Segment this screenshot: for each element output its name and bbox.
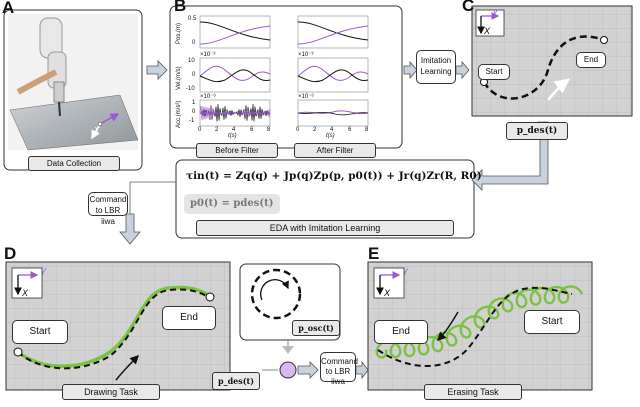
b-xtick-before-2: 4 — [232, 127, 236, 133]
c-end-label: End — [576, 52, 606, 68]
b-vel-tick-bottom: -10 — [186, 86, 195, 92]
d-start-label: Start — [12, 320, 68, 344]
b-xlabel-before: t(s) — [228, 133, 237, 139]
b-acc-tick-top: 1 — [192, 100, 196, 106]
b-acc-tick-bottom: -1 — [189, 118, 195, 124]
e-end-label: End — [374, 320, 428, 344]
b-vel-scale-after: ×10⁻³ — [298, 52, 314, 58]
b-xtick-after-2: 4 — [330, 127, 334, 133]
c-pdes-label: p_des(t) — [506, 122, 568, 140]
imitation-learning-box: Imitation Learning — [416, 50, 456, 84]
d-axis-y: Y — [40, 267, 47, 277]
e-axis-y: Y — [402, 267, 409, 277]
panel-letter-c: C — [462, 0, 475, 15]
panel-letter-e: E — [368, 244, 380, 263]
c-pdes-text: p_des(t) — [516, 126, 558, 136]
panel-letter-d: D — [4, 244, 17, 263]
d-axis-x: X — [22, 288, 29, 298]
erasing-task-label: Erasing Task — [424, 384, 522, 400]
command-box-2: Command to LBR iiwa — [320, 352, 358, 386]
b-xtick-after-0: 0 — [296, 127, 300, 133]
b-xtick-after-1: 2 — [313, 127, 317, 133]
c-axis-x: X — [484, 26, 491, 36]
data-collection-label: Data Collection — [28, 156, 120, 171]
a-axis-x: X — [94, 126, 100, 135]
before-filter-label: Before Filter — [196, 143, 278, 158]
command-box-1: Command to LBR iiwa — [88, 192, 128, 226]
b-xtick-before-1: 2 — [215, 127, 219, 133]
b-ylabel-vel: Vel.(m/s) — [176, 66, 182, 90]
eda-title-label: EDA with Imitation Learning — [196, 220, 454, 236]
eda-sub-equation: p0(t) = pdes(t) — [190, 198, 274, 209]
b-pos-tick-bottom: 0 — [192, 40, 196, 46]
purple-node — [279, 361, 297, 379]
b-ylabel-pos: Pos.(m) — [176, 23, 182, 44]
b-xtick-before-3: 6 — [250, 127, 254, 133]
subequation-bg — [184, 194, 280, 214]
b-ylabel-acc: Acc.(m/s²) — [176, 100, 182, 128]
e-axis-x: X — [384, 288, 391, 298]
b-xtick-before-4: 8 — [267, 127, 271, 133]
b-xtick-after-4: 8 — [365, 127, 369, 133]
b-acc-scale-before: ×10⁻⁶ — [200, 94, 216, 100]
b-vel-tick-top: 10 — [188, 58, 195, 64]
drawing-task-label: Drawing Task — [62, 384, 160, 400]
b-vel-scale-before: ×10⁻³ — [200, 52, 216, 58]
b-acc-tick-mid: 0 — [192, 109, 196, 115]
b-xtick-before-0: 0 — [198, 127, 202, 133]
panel-c-trajectory — [471, 5, 633, 117]
panel-letter-a: A — [2, 0, 15, 17]
eda-box — [175, 159, 475, 239]
posc-label: p_osc(t) — [292, 320, 340, 336]
d-pdes-label: p_des(t) — [212, 372, 260, 390]
d-end-label: End — [162, 306, 216, 330]
c-axis-y: Y — [492, 8, 499, 18]
c-start-label: Start — [478, 64, 510, 80]
panel-b-plots — [169, 5, 403, 149]
eda-main-equation: τin(t) = Zq(q) + Jp(q)Zp(p, p0(t)) + Jr(… — [186, 170, 482, 182]
after-filter-label: After Filter — [294, 143, 376, 158]
b-pos-tick-top: 0.5 — [188, 16, 197, 22]
b-vel-tick-mid: 0 — [192, 72, 196, 78]
b-xtick-after-3: 6 — [348, 127, 352, 133]
b-xlabel-after: t(s) — [326, 133, 335, 139]
e-start-label: Start — [524, 310, 580, 334]
panel-letter-b: B — [174, 0, 187, 15]
panel-a-photo — [3, 9, 143, 171]
b-acc-scale-after: ×10⁻⁶ — [298, 94, 314, 100]
